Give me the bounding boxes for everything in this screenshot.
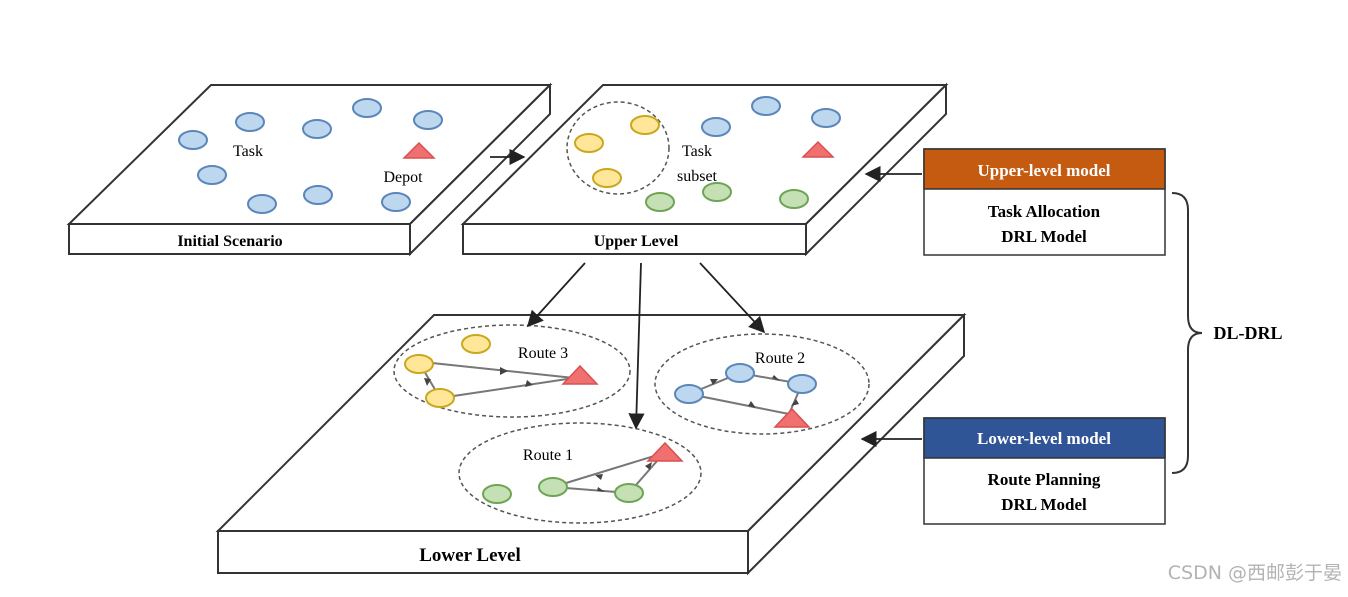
route-3-region [393, 324, 631, 418]
task-node [630, 115, 660, 135]
initial-scenario-plate: Initial Scenario Task Depot [66, 82, 553, 257]
task-node [404, 354, 434, 374]
task-node [303, 185, 333, 205]
route-2-region [654, 333, 870, 435]
task-node [461, 334, 491, 354]
lower-level-model-title: Lower-level model [977, 429, 1111, 448]
lower-level-label: Lower Level [419, 545, 521, 566]
task-node [235, 112, 265, 132]
task-node [381, 192, 411, 212]
route-2-label: Route 2 [755, 350, 805, 367]
route-direction-arrow [772, 375, 780, 381]
lower-level-plate: Lower Level Route 3 [215, 312, 967, 576]
task-node-group [574, 115, 660, 188]
depot-icon [561, 364, 599, 385]
task-node [482, 484, 512, 504]
task-node [674, 384, 704, 404]
task-node [413, 110, 443, 130]
task-node [787, 374, 817, 394]
task-node [302, 119, 332, 139]
lower-level-model-header [923, 417, 1166, 459]
route-direction-arrow [791, 399, 799, 406]
route-1-region [458, 422, 702, 524]
route-direction-arrow [748, 401, 756, 408]
route-direction-arrow [645, 462, 652, 470]
arrow-upper-to-route-3 [526, 262, 586, 328]
upper-level-model-title: Upper-level model [978, 161, 1111, 180]
upper-level-model-header [923, 148, 1166, 190]
task-node [779, 189, 809, 209]
arrow-upper-to-route-1 [628, 262, 645, 430]
task-node [725, 363, 755, 383]
task-subset-region [566, 101, 670, 195]
upper-level-label: Upper Level [594, 233, 679, 250]
depot-icon [801, 140, 835, 158]
route-direction-arrow [710, 379, 718, 385]
route-2-group: Route 2 [654, 333, 870, 435]
task-node-group [645, 182, 809, 212]
model-brace [1171, 192, 1203, 474]
task-node [425, 388, 455, 408]
route-direction-arrow [597, 487, 605, 492]
task-node [811, 108, 841, 128]
task-node [574, 133, 604, 153]
task-node [352, 98, 382, 118]
lower-level-model-box: Lower-level model Route Planning DRL Mod… [923, 417, 1166, 525]
depot-label: Depot [383, 169, 423, 186]
task-node-group [178, 98, 443, 214]
route-direction-arrow [424, 378, 431, 386]
route-direction-arrow [525, 380, 533, 387]
task-node [197, 165, 227, 185]
route-direction-arrow [500, 367, 508, 375]
drl-model-label: DRL Model [1001, 495, 1087, 514]
task-label: Task [233, 143, 263, 160]
watermark: CSDN @西邮彭于晏 [1167, 562, 1342, 584]
depot-icon [402, 141, 436, 159]
task-node [178, 130, 208, 150]
upper-level-model-box: Upper-level model Task Allocation DRL Mo… [923, 148, 1166, 256]
task-node [702, 182, 732, 202]
depot-icon [646, 441, 684, 462]
route-1-group: Route 1 [458, 422, 702, 524]
task-subset-label-line1: Task [682, 143, 712, 160]
task-subset-label-line2: subset [677, 168, 718, 185]
route-3-group: Route 3 [393, 324, 631, 418]
drl-model-label: DRL Model [1001, 227, 1087, 246]
task-node [538, 477, 568, 497]
route-3-label: Route 3 [518, 345, 568, 362]
route-planning-label: Route Planning [988, 470, 1101, 489]
upper-level-plate: Upper Level Task subset [460, 82, 949, 257]
arrow-upper-to-route-2 [699, 262, 766, 334]
route-1-label: Route 1 [523, 447, 573, 464]
task-node-group [701, 96, 841, 137]
depot-icon [773, 407, 811, 428]
route-1-path [552, 452, 665, 495]
task-allocation-label: Task Allocation [988, 202, 1101, 221]
task-node [701, 117, 731, 137]
initial-scenario-label: Initial Scenario [177, 233, 282, 250]
task-node [614, 483, 644, 503]
task-node [247, 194, 277, 214]
dl-drl-label: DL-DRL [1213, 323, 1282, 343]
task-node [592, 168, 622, 188]
task-node [751, 96, 781, 116]
task-node [645, 192, 675, 212]
route-direction-arrow [595, 474, 603, 480]
